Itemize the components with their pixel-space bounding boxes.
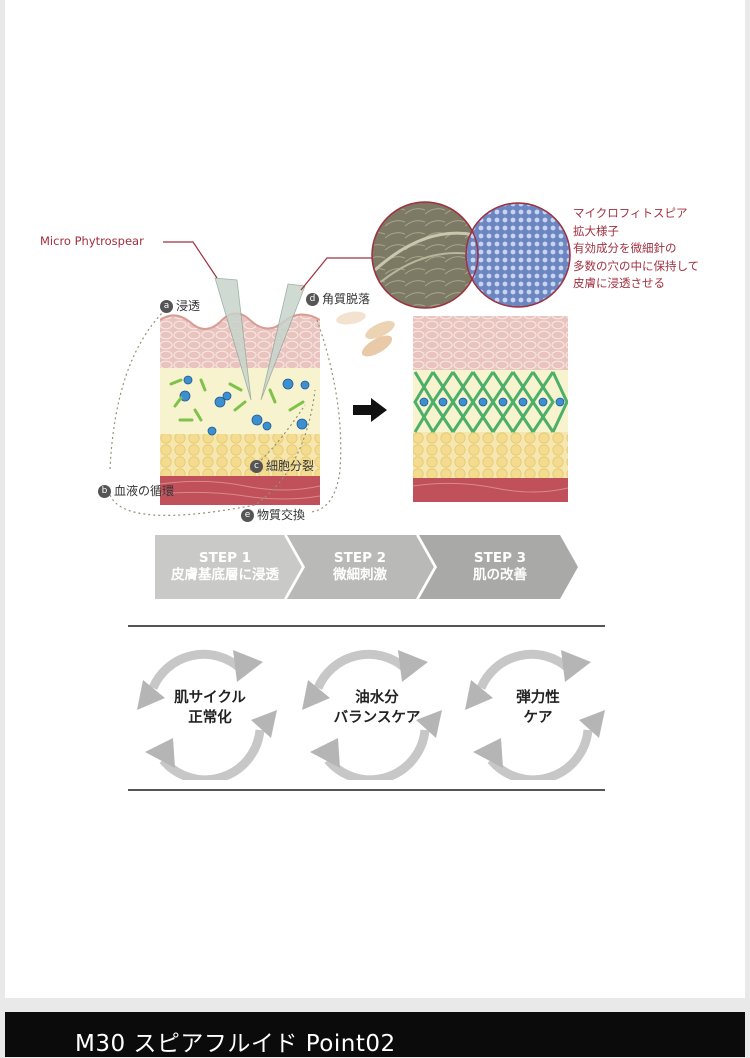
step-3: STEP 3 肌の改善 [430,550,570,584]
desc-line: 多数の穴の中に保持して [573,258,700,273]
badge-b: b [98,485,111,498]
step-3-sub: 肌の改善 [473,567,527,583]
cycle-skin: 肌サイクル 正常化 [155,688,265,728]
micro-phytrospear-label: Micro Phytrospear [40,234,144,248]
label-text: 角質脱落 [322,292,371,306]
step1-chevron [155,535,303,599]
skin-diagram [109,201,571,516]
badge-d: d [306,293,319,306]
badge-e: e [241,509,254,522]
cycle-oil-line2: バランスケア [333,710,421,726]
step-3-title: STEP 3 [473,550,527,566]
label-text: 物質交換 [257,508,306,522]
right-arrow-icon [353,398,387,422]
step-2-title: STEP 2 [333,550,387,566]
desc-line: 皮膚に浸透させる [573,276,665,290]
cycle-skin-line2: 正常化 [188,710,232,726]
cycle-elastic-line2: ケア [523,710,553,726]
steps-banner [155,535,578,600]
desc-line: 拡大様子 [573,223,619,238]
step-2-sub: 微細刺激 [333,567,387,583]
zoom-circles [371,201,571,309]
cycle-skin-line1: 肌サイクル [174,690,246,706]
cycle-arrow-head [233,650,263,682]
zoom-description: マイクロフィトスピア 拡大様子 有効成分を微細針の 多数の穴の中に保持して 皮膚… [573,205,699,293]
label-text: 細胞分裂 [266,459,315,473]
cycles-art [137,649,605,780]
divider-top [128,625,605,627]
step-1: STEP 1 皮膚基底層に浸透 [155,550,295,584]
cycle-elastic-line1: 弾力性 [516,690,560,706]
step3-chevron [419,535,578,599]
step-1-sub: 皮膚基底層に浸透 [171,567,279,583]
footer-title: M30 スピアフルイド Point02 [75,1031,396,1057]
micro-spears [214,277,306,401]
dermis-cells [169,375,310,436]
badge-a: a [160,300,173,313]
divider-bottom [128,789,605,791]
step2-chevron [287,535,435,599]
desc-line: 有効成分を微細針の [573,241,677,255]
cycle-elasticity: 弾力性 ケア [483,688,593,728]
desc-line: マイクロフィトスピア [573,206,688,220]
footer-bar: M30 スピアフルイド Point02 [5,1012,745,1057]
cycle-oil-line1: 油水分 [355,690,399,706]
skin-after-block [413,316,568,502]
label-text: 血液の循環 [114,484,175,498]
content-card: Micro Phytrospear マイクロフィトスピア 拡大様子 有効成分を微… [5,0,745,998]
step-1-title: STEP 1 [198,550,252,566]
label-text: 浸透 [176,299,201,313]
badge-c: c [250,460,263,473]
step-2: STEP 2 微細刺激 [295,550,425,584]
cycle-oil-water: 油水分 バランスケア [317,688,437,728]
